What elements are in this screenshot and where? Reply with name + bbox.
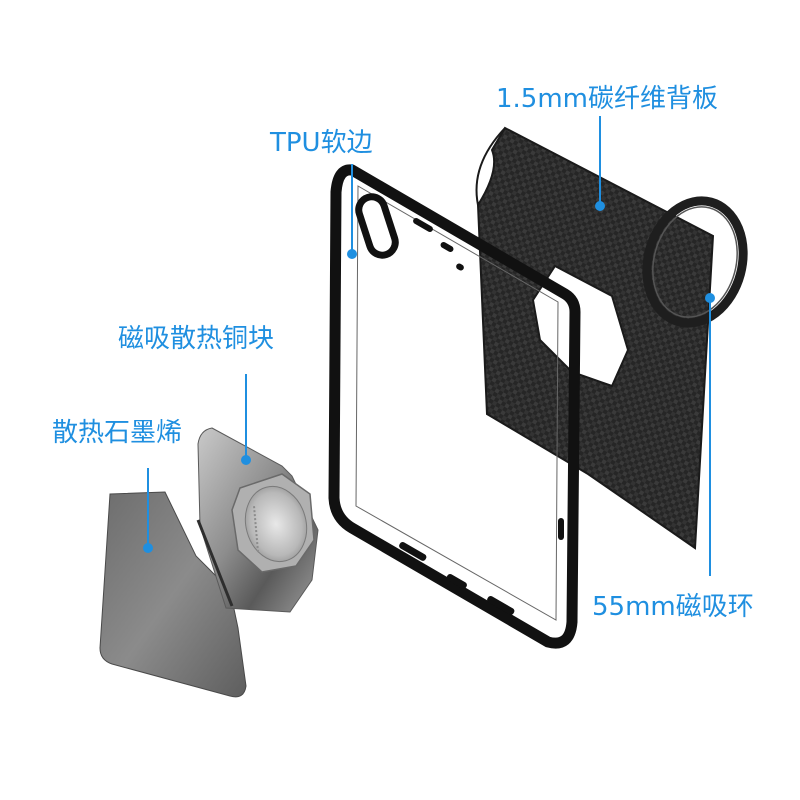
label-carbon-plate: 1.5mm碳纤维背板 <box>496 84 719 114</box>
callout-tpu <box>347 164 357 259</box>
tpu-frame <box>328 164 581 649</box>
callout-graphene <box>143 468 153 553</box>
label-magnetic-ring: 55mm磁吸环 <box>592 592 754 622</box>
label-tpu-edge: TPU软边 <box>270 128 373 158</box>
callout-copper <box>241 374 251 465</box>
magnetic-ring <box>642 196 748 328</box>
callout-ring <box>705 293 715 576</box>
label-copper-block: 磁吸散热铜块 <box>118 324 275 354</box>
callout-carbon <box>595 116 605 211</box>
carbon-fiber-back-plate <box>475 126 715 550</box>
copper-block <box>196 427 319 613</box>
label-graphene: 散热石墨烯 <box>52 418 183 448</box>
graphene-sheet <box>99 491 247 698</box>
